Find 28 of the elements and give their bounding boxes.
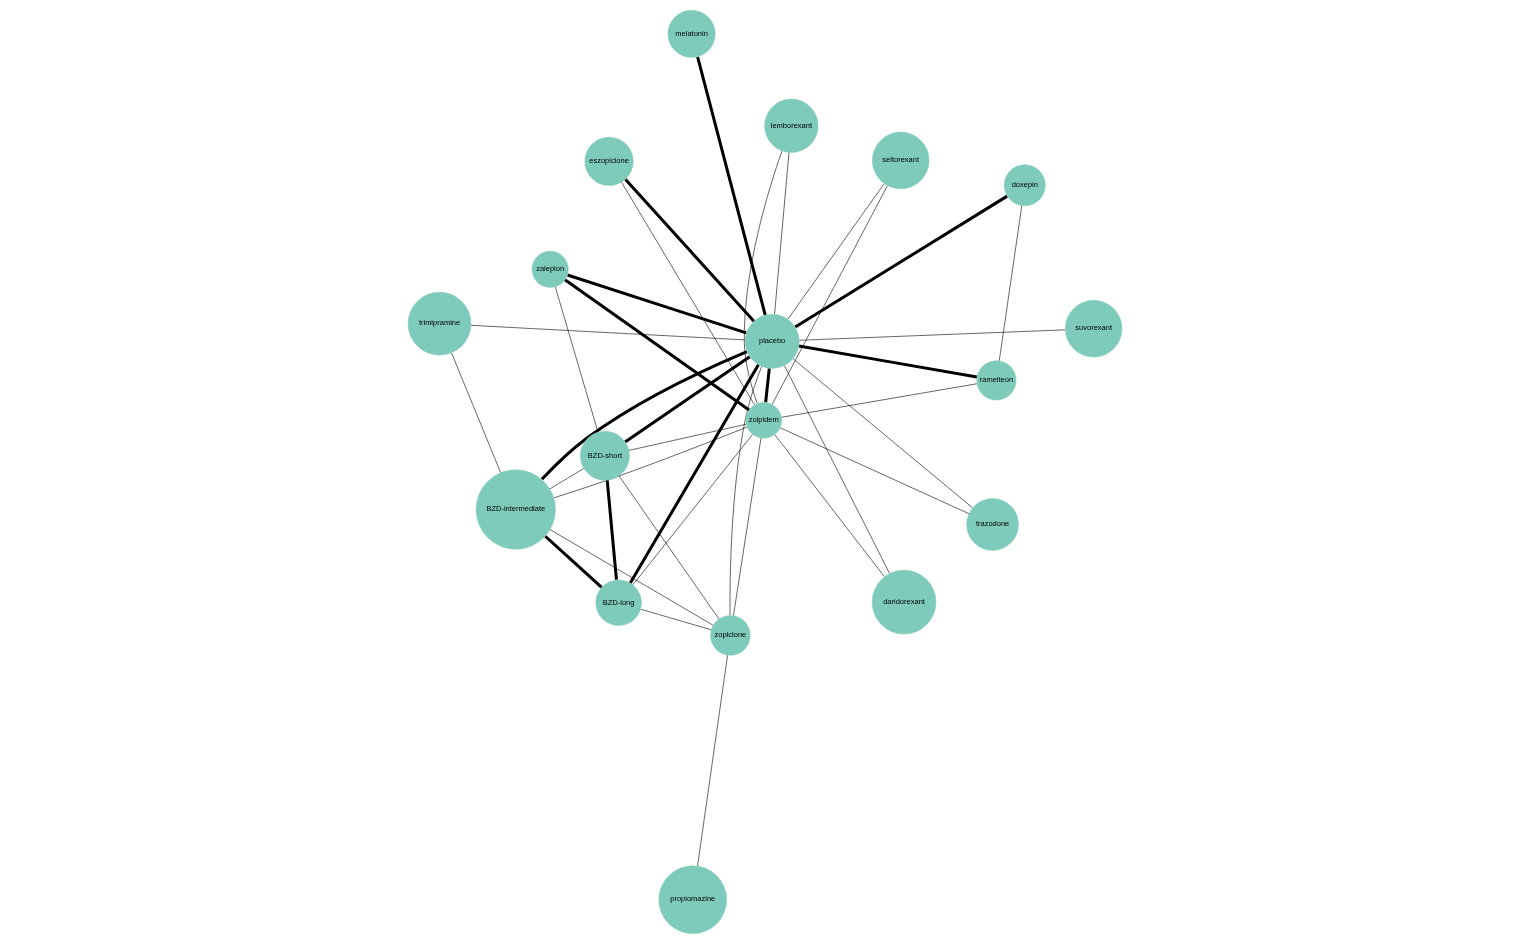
connector [549, 529, 714, 626]
connector [624, 178, 756, 323]
connector [799, 329, 1066, 341]
connector [605, 480, 618, 580]
connector [632, 434, 753, 586]
connector [779, 427, 970, 514]
connector [784, 365, 890, 574]
connector [764, 368, 771, 403]
connector [798, 344, 978, 379]
connector [744, 150, 783, 404]
connector [544, 535, 603, 589]
connector [628, 423, 747, 451]
connector [729, 366, 762, 616]
connector [470, 325, 746, 341]
connector [696, 56, 767, 316]
connector [564, 278, 750, 412]
connector [781, 383, 978, 418]
connector [794, 194, 1008, 329]
connector [553, 426, 748, 499]
connector [792, 358, 973, 509]
connector [629, 364, 760, 584]
connector [771, 185, 888, 405]
connector [567, 273, 747, 335]
connector [618, 475, 720, 620]
connector [998, 205, 1023, 362]
connector [621, 181, 755, 406]
connector [624, 355, 751, 444]
connector [540, 350, 748, 481]
